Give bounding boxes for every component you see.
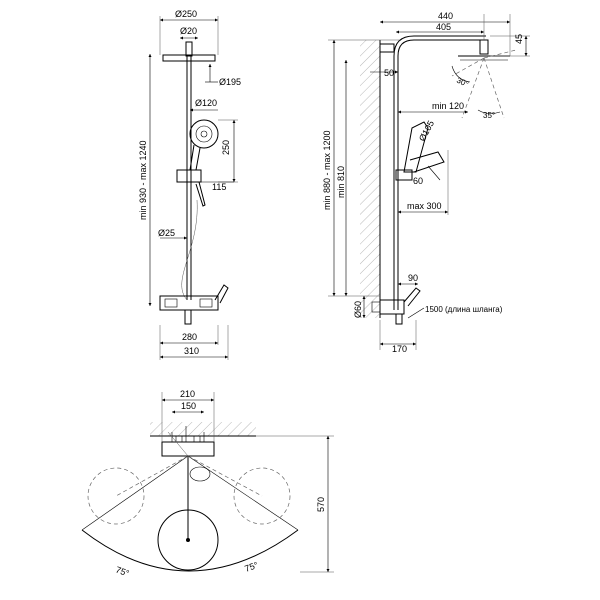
dim-hand-max: max 300 — [407, 201, 442, 211]
dim-total-width: 310 — [184, 346, 199, 356]
dim-pipe: Ø25 — [158, 228, 175, 238]
hose — [181, 199, 198, 301]
dim-head-inner: Ø195 — [219, 77, 241, 87]
head-pos-center — [157, 509, 219, 571]
spout — [184, 309, 192, 325]
spout-side — [395, 313, 403, 325]
slide-holder — [176, 169, 202, 183]
dim-hand-height: 250 — [221, 140, 231, 155]
dim-angle-right: 75° — [243, 560, 260, 574]
top-view: 75° 75° 210 150 570 — [81, 389, 334, 579]
dim-arm-reach: 405 — [436, 22, 451, 32]
dim-hand-angle: 60 — [413, 176, 423, 186]
wall-hatch-top — [150, 422, 256, 436]
mixer-top — [161, 441, 215, 457]
dim-mixer-depth: 170 — [392, 344, 407, 354]
dim-angle-left: 75° — [114, 564, 131, 578]
dim-height-range: min 930 - max 1240 — [138, 140, 148, 220]
head-pos-left — [87, 467, 145, 525]
shower-arm — [393, 35, 486, 57]
wall-hatch — [360, 40, 380, 318]
hand-shower-top — [189, 466, 211, 482]
slide-holder-side — [395, 169, 413, 181]
dim-holder: 115 — [212, 182, 226, 192]
head-pos-right — [233, 467, 291, 525]
rotation-arc — [81, 529, 299, 572]
rain-head-side — [479, 39, 489, 55]
dim-hand-shower: Ø120 — [195, 98, 217, 108]
head-connector — [185, 41, 193, 57]
dim-head-diameter: Ø250 — [175, 9, 197, 19]
dim-depth: 570 — [316, 497, 326, 512]
dim-min-height: min 810 — [336, 166, 346, 198]
dim-arm-diameter: Ø20 — [180, 26, 197, 36]
mixer-lever-side — [403, 287, 421, 307]
dim-inner: 150 — [181, 401, 196, 411]
dim-hand-diameter: Ø105 — [417, 119, 436, 143]
mixer-lever — [214, 284, 229, 304]
dim-hand-min: min 120 — [432, 101, 464, 111]
dim-outer: 210 — [180, 389, 195, 399]
dim-tilt-up: 30° — [455, 76, 470, 89]
dim-wall-offset: 50 — [384, 68, 394, 78]
wall-bracket-top — [379, 43, 395, 53]
thermostatic-mixer — [159, 295, 219, 311]
dim-tilt-down: 35° — [483, 111, 495, 120]
wall-bracket-bottom — [371, 301, 381, 313]
mixer-side — [379, 299, 405, 315]
dim-head-height: 45 — [514, 34, 524, 44]
dim-height-range-side: min 880 - max 1200 — [322, 130, 332, 210]
dim-mixer-offset: 90 — [408, 273, 418, 283]
dim-mixer-diameter: Ø60 — [353, 301, 363, 318]
dim-mixer-width: 280 — [182, 332, 197, 342]
side-view: 30° 35° 440 405 45 50 min 120 Ø105 60 ma — [322, 11, 530, 354]
hand-shower-head — [189, 119, 219, 149]
front-view: Ø250 Ø20 Ø195 Ø120 250 115 min 930 - max… — [138, 9, 241, 360]
dim-hose: 1500 (длина шланга) — [425, 305, 503, 314]
dim-arm-total: 440 — [438, 11, 453, 21]
